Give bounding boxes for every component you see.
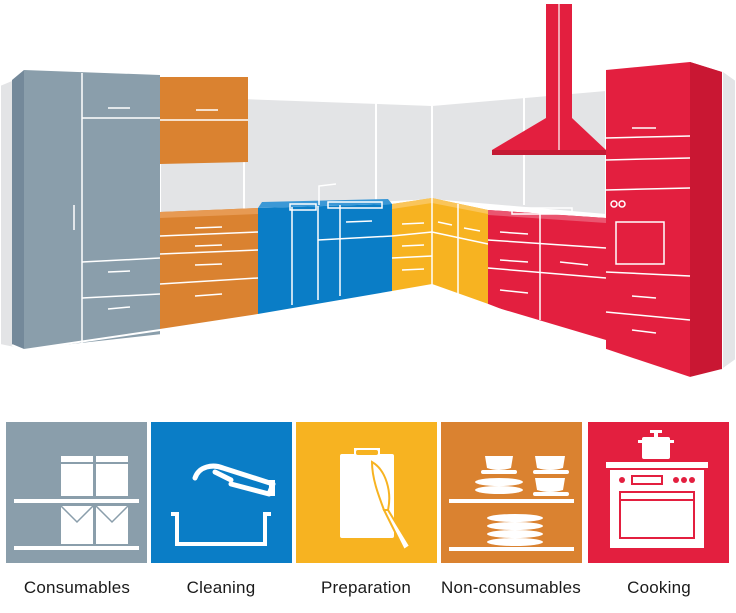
dishes-cups-icon xyxy=(441,422,582,563)
pantry-jars-icon xyxy=(6,422,147,563)
cooking-cabinets xyxy=(487,207,607,340)
cleaning-label: Cleaning xyxy=(186,578,256,597)
cooking-label: Cooking xyxy=(627,578,691,597)
preparation-cabinet xyxy=(391,198,489,305)
cleaning-tile xyxy=(151,422,292,563)
pantry-cabinet xyxy=(12,70,161,351)
cutting-board-knife-icon xyxy=(296,422,437,563)
kitchen-illustration xyxy=(0,4,736,380)
preparation-label: Preparation xyxy=(320,578,412,597)
stove-oven-icon xyxy=(588,422,729,563)
range-hood xyxy=(492,4,606,155)
floor-edge xyxy=(11,283,723,380)
tall-oven-cabinet xyxy=(605,62,722,378)
consumables-label: Consumables xyxy=(23,578,131,597)
non-consumables-label: Non-consumables xyxy=(440,578,581,597)
cooking-tile xyxy=(588,422,729,563)
upper-cabinet xyxy=(160,77,248,164)
sink-faucet-icon xyxy=(151,422,292,563)
non-consumables-tile xyxy=(441,422,582,563)
preparation-tile xyxy=(296,422,437,563)
drawer-base-cabinet xyxy=(159,208,259,330)
sink-cabinet xyxy=(258,183,393,315)
consumables-tile xyxy=(6,422,147,563)
